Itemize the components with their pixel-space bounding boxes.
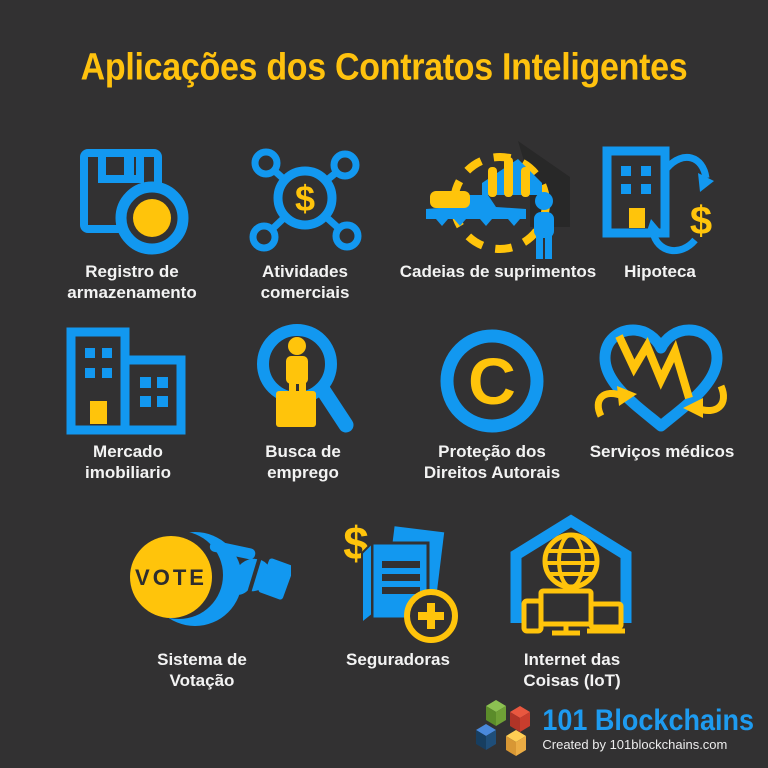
vote-hand-icon: VOTE bbox=[110, 512, 294, 648]
brand-credit: Created by 101blockchains.com bbox=[542, 737, 728, 753]
supply-chain-icon bbox=[392, 141, 604, 260]
copyright-icon: C bbox=[396, 322, 588, 440]
copyright-letter: C bbox=[468, 344, 516, 418]
item-label: Cadeias de suprimentos bbox=[399, 262, 597, 281]
item-label: Busca de emprego bbox=[265, 442, 341, 482]
item-label: Registro de armazenamento bbox=[67, 262, 197, 302]
building-money-cycle-icon: $ bbox=[582, 142, 738, 260]
buildings-icon bbox=[38, 322, 218, 440]
app-item-cadeias-de-suprimentos: Cadeias de suprimentos bbox=[392, 141, 604, 283]
app-item-servicos-medicos: Serviços médicos bbox=[570, 322, 754, 463]
logo-cubes-icon bbox=[476, 700, 531, 756]
magnifier-person-icon bbox=[218, 322, 388, 440]
app-item-atividades-comerciais: $ Atividades comerciais bbox=[222, 142, 388, 303]
brand-name: 101 Blockchains bbox=[542, 703, 754, 737]
app-item-seguradoras: $ Seguradoras bbox=[316, 512, 480, 671]
app-item-mercado-imobiliario: Mercado imobiliario bbox=[38, 322, 218, 483]
money-network-icon: $ bbox=[222, 142, 388, 260]
dollar-glyph: $ bbox=[690, 199, 712, 243]
floppy-disk-icon bbox=[38, 142, 226, 260]
item-label: Proteção dos Direitos Autorais bbox=[423, 442, 561, 482]
iot-house-icon bbox=[480, 512, 664, 648]
heart-pulse-icon bbox=[570, 322, 754, 440]
page-title: Aplicações dos Contratos Inteligentes bbox=[80, 45, 688, 89]
item-label: Internet das Coisas (IoT) bbox=[523, 650, 621, 690]
item-label: Hipoteca bbox=[624, 262, 696, 281]
app-item-registro-de-armazenamento: Registro de armazenamento bbox=[38, 142, 226, 303]
app-item-hipoteca: $ Hipoteca bbox=[582, 142, 738, 283]
insurance-document-icon: $ bbox=[316, 512, 480, 648]
item-label: Seguradoras bbox=[346, 650, 450, 669]
app-item-internet-das-coisas: Internet das Coisas (IoT) bbox=[480, 512, 664, 691]
dollar-glyph: $ bbox=[295, 178, 315, 219]
item-label: Serviços médicos bbox=[589, 442, 735, 461]
item-label: Mercado imobiliario bbox=[85, 442, 171, 482]
brand-footer: 101 Blockchains Created by 101blockchain… bbox=[470, 698, 754, 760]
app-item-busca-de-emprego: Busca de emprego bbox=[218, 322, 388, 483]
app-item-sistema-de-votacao: VOTE Sistema de Votação bbox=[110, 512, 294, 691]
item-label: Atividades comerciais bbox=[260, 262, 350, 302]
vote-button-text: VOTE bbox=[135, 565, 207, 590]
app-item-protecao-dos-direitos-autorais: C Proteção dos Direitos Autorais bbox=[396, 322, 588, 483]
item-label: Sistema de Votação bbox=[157, 650, 247, 690]
